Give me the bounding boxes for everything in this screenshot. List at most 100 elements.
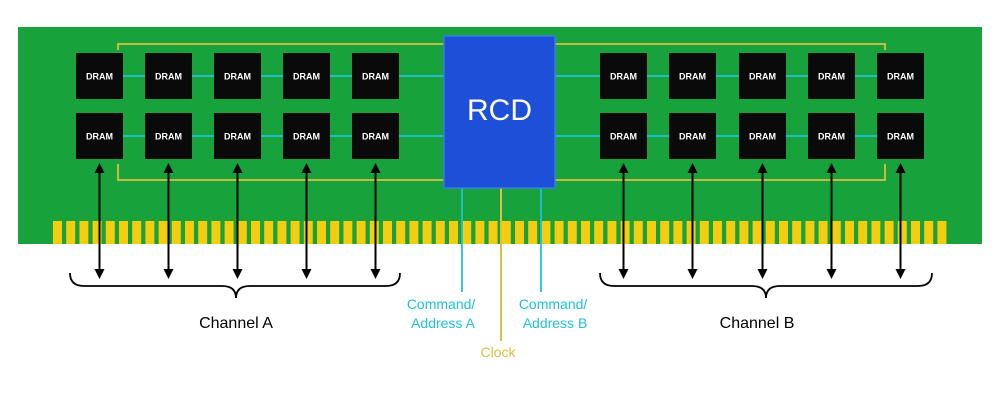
connector-pin [911,221,920,244]
connector-pin [264,221,274,244]
connector-pin [699,221,709,244]
connector-pin [356,221,366,244]
command-address-a-label: Command/ Address A [407,296,479,331]
dram-label: DRAM [293,131,320,141]
connector-pin [752,221,762,244]
connector-pin [449,221,458,244]
connector-pin [845,221,854,244]
command-address-b-line-1: Command/ [519,296,588,312]
command-address-a-line-2: Address A [411,315,475,331]
connector-pin [884,221,894,244]
dram-label: DRAM [155,131,182,141]
connector-pin [541,221,551,244]
connector-pin [831,221,841,244]
dram-chip [877,113,924,159]
dram-label: DRAM [610,71,637,81]
connector-pin [713,221,722,244]
connector-pin [383,221,392,244]
channel-b-label: Channel B [720,315,795,332]
connector-pin [317,221,326,244]
connector-pin [251,221,260,244]
dram-label: DRAM [818,131,845,141]
connector-pin [475,221,485,244]
connector-pin [501,221,511,244]
dram-chip [76,113,123,159]
connector-pin [581,221,590,244]
dram-label: DRAM [86,131,113,141]
connector-pin [422,221,432,244]
connector-pin [620,221,630,244]
connector-pin [686,221,696,244]
rcd-chip [443,35,556,189]
connector-pin [145,221,155,244]
connector-pin [132,221,142,244]
dram-chip [214,113,261,159]
dram-label: DRAM [679,131,706,141]
connector-pin [594,221,604,244]
dram-chip [600,113,647,159]
channel-a-brace [69,272,401,299]
dram-chip [214,53,261,99]
connector-pin [554,221,564,244]
connector-pin [185,221,194,244]
dram-label: DRAM [818,71,845,81]
connector-pin [633,221,643,244]
connector-pin [488,221,498,244]
dram-label: DRAM [293,71,320,81]
connector-pin [224,221,234,244]
connector-pin [198,221,208,244]
dram-chip [283,113,330,159]
dram-chip [877,53,924,99]
dram-chip [808,113,855,159]
connector-pin [119,221,128,244]
connector-pin [171,221,181,244]
connector-pin [818,221,828,244]
dram-chips: DRAM DRAM DRAM DRAM DRAM DRAM DRAM DRAM DRAM DRAM… [76,53,924,159]
dram-label: DRAM [610,131,637,141]
connector-pin [53,221,62,244]
connector-pin [435,221,445,244]
clock-traces [117,43,886,341]
dram-chip [808,53,855,99]
command-address-b-line-2: Address B [523,315,588,331]
dram-label: DRAM [224,131,251,141]
connector-pin [105,221,115,244]
connector-pin [871,221,881,244]
connector-pin [924,221,934,244]
connector-pin [277,221,287,244]
clock-trace [555,43,886,50]
connector-pin [211,221,221,244]
connector-pin [79,221,89,244]
dram-label: DRAM [86,71,113,81]
connector-pin [858,221,868,244]
dram-label: DRAM [362,71,389,81]
connector-pin [792,221,802,244]
dram-label: DRAM [749,131,776,141]
dram-label: DRAM [155,71,182,81]
dram-chip [145,53,192,99]
dram-label: DRAM [679,71,706,81]
connector-pin [673,221,683,244]
dram-chip [669,113,716,159]
clock-trace [555,164,886,181]
dram-chip [739,113,786,159]
clock-trace [117,43,444,50]
dram-label: DRAM [887,71,914,81]
dram-chip [352,53,399,99]
connector-pin [237,221,247,244]
clock-label: Clock [480,344,516,360]
dram-label: DRAM [887,131,914,141]
dram-label: DRAM [362,131,389,141]
connector-pin [303,221,313,244]
connector-pin [567,221,577,244]
connector-pin [660,221,670,244]
dram-label: DRAM [749,71,776,81]
connector-pin [739,221,749,244]
dram-chip [283,53,330,99]
clock-trace [117,164,444,181]
connector-pin [779,221,788,244]
command-address-b-label: Command/ Address B [519,296,591,331]
connector-pin [290,221,300,244]
connector-pin [158,221,168,244]
